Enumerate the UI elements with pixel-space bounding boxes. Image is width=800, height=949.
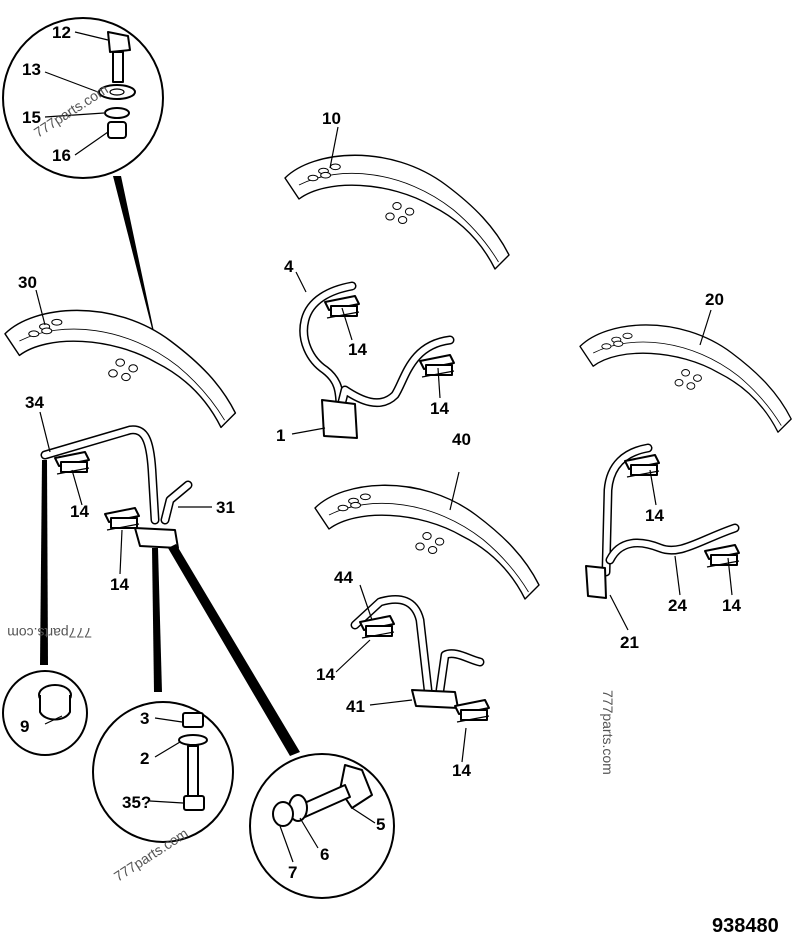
bracket-34 [40, 425, 193, 549]
callout-3: 3 [140, 709, 149, 728]
clip-14-d [104, 507, 140, 531]
callout-10: 10 [322, 109, 341, 128]
callout-14-c: 14 [70, 502, 89, 521]
callout-14-h: 14 [452, 761, 471, 780]
callout-34: 34 [25, 393, 44, 412]
clip-14-h [454, 699, 490, 723]
callout-35: 35? [122, 793, 151, 812]
callout-9: 9 [20, 717, 29, 736]
callout-31: 31 [216, 498, 235, 517]
callout-44: 44 [334, 568, 353, 587]
clip-14-b [419, 354, 455, 378]
callout-12: 12 [52, 23, 71, 42]
callout-14-d: 14 [110, 575, 129, 594]
callout-24: 24 [668, 596, 687, 615]
bracket-24 [585, 443, 740, 599]
callout-6: 6 [320, 845, 329, 864]
callout-7: 7 [288, 863, 297, 882]
detail-circle-fasteners-2-3-35 [92, 701, 234, 843]
leader-wedge-top [113, 176, 160, 360]
callout-1: 1 [276, 426, 285, 445]
detail-circle-fasteners-5-6-7 [249, 753, 395, 899]
callout-2: 2 [140, 749, 149, 768]
detail-circle-fasteners-12-16 [2, 17, 164, 179]
callout-14-e: 14 [645, 506, 664, 525]
bracket-4 [299, 281, 455, 439]
watermark-right: 777parts.com [600, 690, 616, 775]
callout-14-g: 14 [316, 665, 335, 684]
callout-40: 40 [452, 430, 471, 449]
callout-30: 30 [18, 273, 37, 292]
leader-lines [35, 126, 733, 763]
callout-14-f: 14 [722, 596, 741, 615]
callout-15: 15 [22, 108, 41, 127]
clip-14-f [704, 544, 740, 568]
callout-5: 5 [376, 815, 385, 834]
leader-wedge-mid [152, 548, 162, 692]
callout-14-a: 14 [348, 340, 367, 359]
callout-41: 41 [346, 697, 365, 716]
mudguard-20 [579, 324, 792, 433]
mudguard-10 [284, 154, 510, 270]
bracket-44 [350, 594, 485, 709]
callout-20: 20 [705, 290, 724, 309]
callout-13: 13 [22, 60, 41, 79]
detail-circle-plug-9 [2, 670, 88, 756]
clip-14-a [324, 295, 360, 319]
leader-wedge-left [40, 460, 48, 665]
leader-wedge-right [168, 544, 300, 756]
callout-16: 16 [52, 146, 71, 165]
drawing-number: 938480 [712, 915, 779, 937]
watermark-left: 777parts.com [7, 625, 92, 641]
callout-14-b: 14 [430, 399, 449, 418]
callout-21: 21 [620, 633, 639, 652]
callout-4: 4 [284, 257, 294, 276]
